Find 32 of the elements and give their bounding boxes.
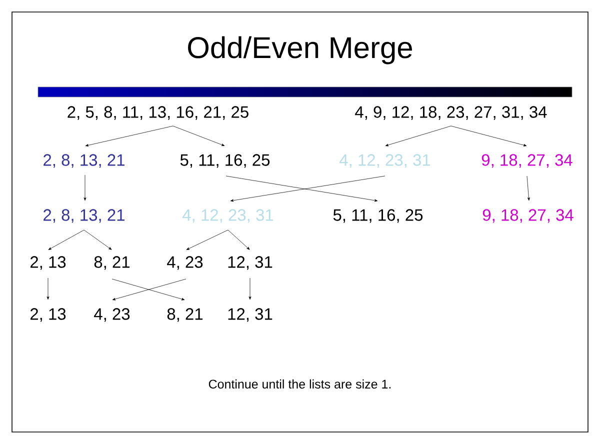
- arrow: [526, 176, 530, 201]
- arrow: [84, 174, 86, 201]
- number-list: 5, 11, 16, 25: [333, 209, 423, 223]
- arrow: [186, 230, 228, 250]
- number-list: 2, 8, 13, 21: [44, 209, 124, 223]
- arrow: [228, 230, 250, 250]
- number-list: 8, 21: [94, 256, 130, 270]
- arrow: [248, 278, 252, 300]
- arrow: [84, 230, 112, 250]
- arrow: [172, 126, 225, 146]
- number-list: 2, 8, 13, 21: [44, 154, 124, 168]
- number-list: 5, 11, 16, 25: [180, 154, 270, 168]
- number-list: 12, 31: [228, 308, 272, 322]
- number-list: 4, 23: [167, 256, 203, 270]
- number-list: 4, 9, 12, 18, 23, 27, 31, 34: [355, 106, 547, 120]
- arrow: [48, 230, 84, 250]
- arrow: [46, 278, 50, 300]
- number-list: 9, 18, 27, 34: [482, 209, 574, 223]
- arrow: [385, 126, 452, 146]
- number-list: 12, 31: [228, 256, 272, 270]
- number-list: 2, 13: [30, 256, 66, 270]
- arrow: [85, 126, 174, 146]
- title: Odd/Even Merge: [188, 36, 412, 64]
- arrow: [450, 126, 527, 146]
- number-list: 2, 13: [30, 308, 66, 322]
- number-list: 9, 18, 27, 34: [482, 154, 572, 168]
- note: Continue until the lists are size 1.: [208, 379, 391, 389]
- number-list: 4, 12, 23, 31: [182, 209, 274, 223]
- number-list: 4, 23: [94, 308, 130, 322]
- number-list: 8, 21: [167, 308, 203, 322]
- number-list: 4, 12, 23, 31: [340, 154, 430, 168]
- number-list: 2, 5, 8, 11, 13, 16, 21, 25: [68, 106, 248, 120]
